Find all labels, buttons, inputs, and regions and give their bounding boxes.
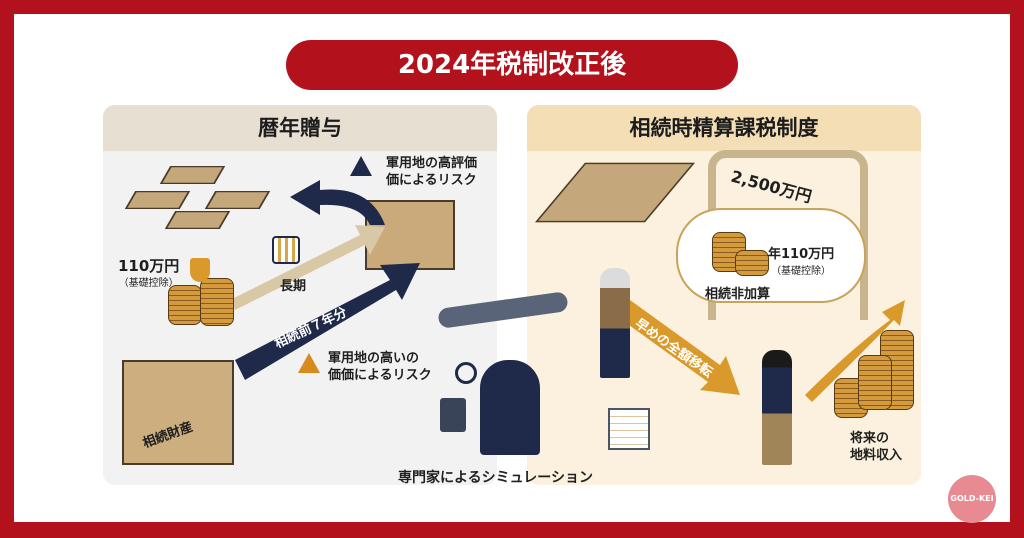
spreadsheet-icon <box>608 408 650 450</box>
right-panel-heading: 相続時精算課税制度 <box>527 105 921 151</box>
elder-person-illustration <box>600 268 630 378</box>
annual-deduction: 年110万円 （基礎控除） <box>768 246 834 280</box>
seven-year-arrow <box>235 263 420 380</box>
coins-icon <box>168 285 202 325</box>
coins-icon <box>858 355 892 410</box>
deduction-note: （基礎控除） <box>118 278 179 289</box>
non-addition-label: 相続非加算 <box>705 287 771 302</box>
deduction-amount: 110万円 <box>118 257 180 275</box>
risk-bottom-line1: 軍用地の高いの <box>328 351 420 366</box>
risk-top <box>350 155 372 176</box>
risk-bottom-text: 軍用地の高いの 価価によるリスク <box>328 350 432 384</box>
income-arrow <box>805 300 905 402</box>
risk-bottom-line2: 価価によるリスク <box>328 368 432 383</box>
deduction: 110万円 （基礎控除） <box>118 258 179 292</box>
simulation-label: 専門家によるシミュレーション <box>398 470 594 486</box>
calculator-icon <box>440 398 466 432</box>
long-term-arrow <box>230 225 385 310</box>
magnifier-icon <box>455 362 477 384</box>
arrows-illustration <box>230 180 420 380</box>
young-person-illustration <box>762 350 792 465</box>
estate-box: 相続財産 <box>122 360 234 465</box>
warning-icon <box>350 155 372 176</box>
future-income-line2: 地料収入 <box>850 448 903 463</box>
left-panel-heading: 暦年贈与 <box>103 105 497 151</box>
right-arrows <box>622 300 905 402</box>
warning-icon <box>298 352 320 373</box>
risk-top-line1: 軍用地の高評価 <box>386 156 478 171</box>
annual-deduction-note: （基礎控除） <box>771 266 832 277</box>
expert-illustration <box>480 360 540 455</box>
risk-top-text: 軍用地の高評価 価によるリスク <box>386 155 477 189</box>
annual-deduction-amount: 年110万円 <box>768 247 835 262</box>
calendar-icon <box>272 236 300 264</box>
risk-bottom <box>298 352 320 373</box>
estate-label: 相続財産 <box>141 419 196 452</box>
long-term-label: 長期 <box>280 279 307 294</box>
transfer-arrow <box>622 300 740 395</box>
speech-bubble <box>676 208 866 303</box>
shield-icon <box>190 258 210 282</box>
future-income: 将来の 地料収入 <box>850 430 902 464</box>
page-title: 2024年税制改正後 <box>286 40 738 90</box>
coins-icon <box>200 278 234 326</box>
risk-top-line2: 価によるリスク <box>386 173 477 188</box>
future-income-line1: 将来の <box>850 431 890 446</box>
coins-icon <box>735 250 769 276</box>
gold-kei-logo: GOLD-KEI <box>948 475 996 523</box>
return-arrow <box>290 180 385 225</box>
